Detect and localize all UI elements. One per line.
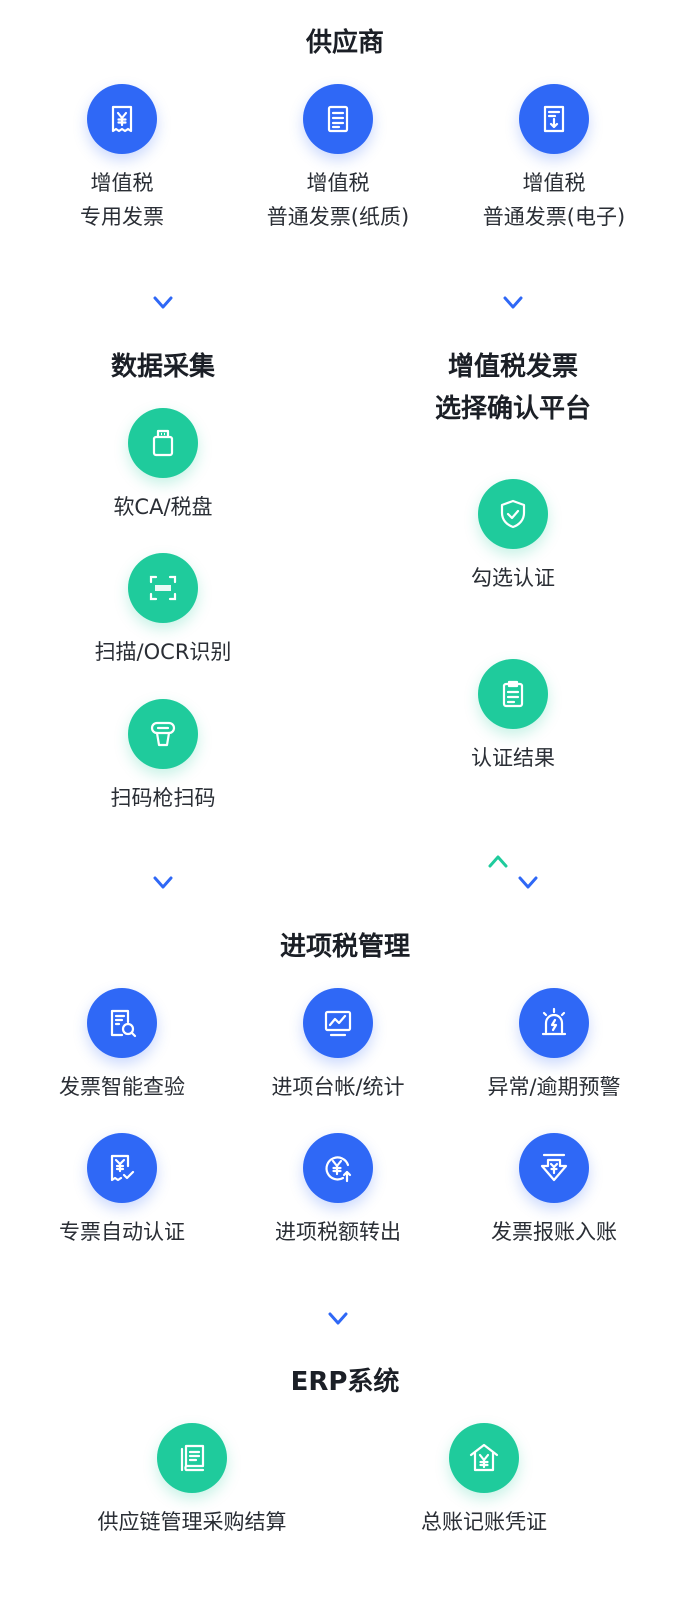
electronic-invoice-icon <box>519 84 589 154</box>
node-label-line2: 普通发票(纸质) <box>266 205 410 229</box>
erp-heading: ERP系统 <box>290 1367 400 1397</box>
node-label: 发票报账入账 <box>491 1220 617 1244</box>
node-label: 进项台帐/统计 <box>271 1075 405 1099</box>
node-label: 供应链管理采购结算 <box>97 1510 287 1534</box>
clipboard-icon <box>478 659 548 729</box>
arrow-down-icon <box>328 1290 348 1325</box>
node-tax-disk: 软CA/税盘 <box>53 408 273 524</box>
invoice-check-icon <box>87 1133 157 1203</box>
node-label-line2: 专用发票 <box>80 205 164 229</box>
yuan-transfer-icon <box>303 1133 373 1203</box>
node-label-line1: 增值税 <box>90 171 154 195</box>
paper-invoice-icon <box>303 84 373 154</box>
alarm-icon <box>519 988 589 1058</box>
node-ocr-scan: 扫描/OCR识别 <box>53 553 273 669</box>
barcode-gun-icon <box>128 699 198 769</box>
node-supply-chain-settlement: 供应链管理采购结算 <box>82 1423 302 1539</box>
yuan-down-icon <box>519 1133 589 1203</box>
arrow-down-icon <box>153 854 173 889</box>
vat-invoice-icon <box>87 84 157 154</box>
node-label: 勾选认证 <box>471 566 555 590</box>
node-paper-invoice: 增值税 普通发票(纸质) <box>228 84 448 234</box>
node-label: 软CA/税盘 <box>113 495 213 519</box>
arrow-down-icon <box>503 274 523 309</box>
node-label-line2: 普通发票(电子) <box>482 205 626 229</box>
node-tax-transfer: 进项税额转出 <box>228 1133 448 1249</box>
supplier-heading: 供应商 <box>305 28 384 58</box>
data-collection-heading: 数据采集 <box>110 352 215 382</box>
shield-check-icon <box>478 479 548 549</box>
node-label-line1: 增值税 <box>522 171 586 195</box>
arrow-down-icon <box>153 274 173 309</box>
platform-heading-line1: 增值税发票 <box>447 352 578 382</box>
node-label: 进项税额转出 <box>275 1220 401 1244</box>
invoice-search-icon <box>87 988 157 1058</box>
node-ledger-stats: 进项台帐/统计 <box>228 988 448 1104</box>
node-reimburse-post: 发票报账入账 <box>444 1133 664 1249</box>
platform-heading: 增值税发票 选择确认平台 <box>403 346 623 430</box>
scan-icon <box>128 553 198 623</box>
ledger-book-icon <box>157 1423 227 1493</box>
node-invoice-verify: 发票智能查验 <box>12 988 232 1104</box>
node-auto-certify: 专票自动认证 <box>12 1133 232 1249</box>
yuan-house-icon <box>449 1423 519 1493</box>
node-label: 专票自动认证 <box>59 1220 185 1244</box>
node-general-ledger-voucher: 总账记账凭证 <box>374 1423 594 1539</box>
platform-heading-line2: 选择确认平台 <box>434 394 591 424</box>
node-electronic-invoice: 增值税 普通发票(电子) <box>444 84 664 234</box>
node-label: 总账记账凭证 <box>421 1510 547 1534</box>
node-check-certify: 勾选认证 <box>403 479 623 595</box>
node-label: 认证结果 <box>471 746 555 770</box>
monitor-chart-icon <box>303 988 373 1058</box>
node-label: 扫描/OCR识别 <box>94 640 232 664</box>
node-label: 扫码枪扫码 <box>110 786 216 810</box>
node-vat-special-invoice: 增值税 专用发票 <box>12 84 232 234</box>
node-certify-result: 认证结果 <box>403 659 623 775</box>
arrow-down-icon <box>518 854 538 889</box>
node-overdue-alert: 异常/逾期预警 <box>444 988 664 1104</box>
management-heading: 进项税管理 <box>279 932 410 962</box>
node-label: 发票智能查验 <box>59 1075 185 1099</box>
node-label-line1: 增值税 <box>306 171 370 195</box>
node-label: 异常/逾期预警 <box>487 1075 621 1099</box>
node-barcode-gun: 扫码枪扫码 <box>53 699 273 815</box>
tax-disk-icon <box>128 408 198 478</box>
arrow-up-icon <box>488 855 508 890</box>
